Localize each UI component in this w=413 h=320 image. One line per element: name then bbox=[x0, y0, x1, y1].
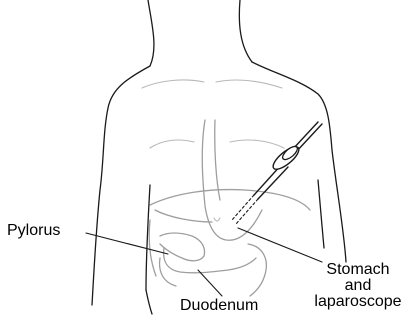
shoulder-right bbox=[252, 62, 346, 262]
chest-right bbox=[230, 140, 284, 148]
laparoscope-shaft-b bbox=[296, 124, 322, 152]
shoulder-left bbox=[92, 66, 150, 305]
pylorus-organ bbox=[160, 233, 205, 261]
clavicle-right bbox=[216, 80, 282, 88]
stomach-inner bbox=[215, 120, 220, 200]
neck-right bbox=[239, 0, 252, 62]
stomach-label-line3: laparoscope bbox=[306, 294, 410, 310]
stomach-label-line1: Stomach bbox=[306, 262, 410, 278]
pylorus-label: Pylorus bbox=[7, 222, 60, 239]
neck-left bbox=[148, 0, 154, 66]
torso-right bbox=[318, 180, 324, 248]
laparoscope-body-b bbox=[258, 167, 288, 199]
laparoscope-shaft-a bbox=[292, 122, 318, 150]
diaphragm bbox=[150, 190, 310, 210]
stomach-laparoscope-label: Stomach and laparoscope bbox=[306, 262, 410, 310]
navel bbox=[214, 218, 220, 221]
clavicle-left bbox=[142, 80, 204, 88]
pylorus-leader bbox=[86, 233, 168, 254]
duodenum-organ bbox=[164, 248, 256, 273]
duodenum-leader bbox=[198, 270, 222, 296]
intestine-right bbox=[248, 244, 266, 296]
chest-left bbox=[150, 140, 194, 148]
ab-fold-left bbox=[146, 290, 152, 314]
colon-left bbox=[149, 220, 156, 276]
liver-edge bbox=[155, 210, 212, 222]
duodenum-label: Duodenum bbox=[180, 297, 258, 314]
stomach-label-line2: and bbox=[306, 278, 410, 294]
intestine-left bbox=[160, 258, 176, 286]
